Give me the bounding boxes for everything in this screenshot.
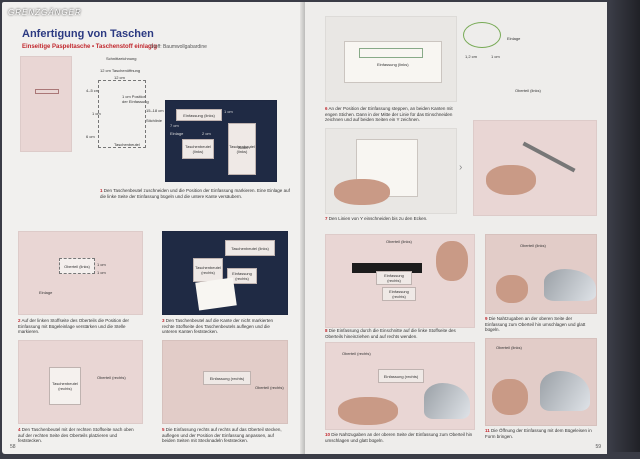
step-caption-8: 8 Die Einfassung durch die Einschnitte a… bbox=[325, 328, 456, 339]
step-caption-3: 3 Den Taschenbeutel auf die Kante der ni… bbox=[162, 318, 274, 334]
iron-image bbox=[540, 371, 590, 411]
photo-label: Oberteil (rechts) bbox=[97, 375, 126, 380]
hand-image bbox=[334, 179, 390, 205]
step-caption-6: 6 An der Position der Einfassung steppen… bbox=[325, 106, 453, 122]
photo-label: Taschenbeutel (rechts) bbox=[193, 258, 223, 282]
step-caption-7: 7 Den Linien von Y einschneiden bis zu d… bbox=[325, 216, 428, 221]
diagram-label: Oberteil (links) bbox=[515, 88, 541, 93]
step-photo-7b bbox=[473, 120, 597, 216]
photo-label: Oberteil (links) bbox=[520, 243, 546, 248]
inset-label: Taschenbeutel (links) bbox=[182, 139, 214, 159]
photo-label: Einfassung (rechts) bbox=[227, 268, 257, 284]
photo-label: Einfassung (rechts) bbox=[378, 369, 424, 383]
paper-sheet bbox=[195, 277, 237, 311]
step-caption-9: 9 Die Nahtzugaben an der oberen Seite de… bbox=[485, 316, 586, 332]
page-number: 58 bbox=[10, 444, 16, 450]
diagram-label: 12 cm bbox=[114, 75, 125, 80]
inset-label: Einfassung (links) bbox=[176, 109, 222, 121]
diagram-label: Taschenbeutel bbox=[114, 142, 140, 147]
inset-label: 2 cm bbox=[202, 131, 211, 136]
page-number: 59 bbox=[595, 444, 601, 450]
photo-label: Oberteil (rechts) bbox=[342, 351, 371, 356]
watermark: GRENZGÄNGER bbox=[8, 8, 82, 17]
step-photo-3: Taschenbeutel (links) Taschenbeutel (rec… bbox=[162, 231, 288, 315]
photo-label: Einfassung (rechts) bbox=[203, 371, 251, 385]
photo-label: Einlage bbox=[39, 290, 53, 295]
step-caption-5: 5 Die Einfassung rechts auf rechts auf d… bbox=[162, 427, 282, 443]
page-subtitle: Einseitige Paspeltasche • Taschenstoff e… bbox=[22, 44, 158, 50]
photo-label: Oberteil (rechts) bbox=[255, 385, 284, 390]
inset-label: Boden bbox=[238, 145, 250, 150]
pocket-slit bbox=[352, 263, 422, 273]
step-caption-2: 2 Auf der linken Stoffseite des Oberteil… bbox=[18, 318, 130, 334]
photo-label: Oberteil (links) bbox=[496, 345, 522, 350]
diagram-label: Schnittzeichnung bbox=[106, 56, 137, 61]
hand-image bbox=[486, 165, 536, 195]
step-photo-9: Oberteil (links) bbox=[485, 234, 597, 314]
detail-circle bbox=[463, 22, 501, 48]
photo-label: 1 cm bbox=[97, 270, 106, 275]
step-caption-4: 4 Den Taschenbeutel mit der rechten Stof… bbox=[18, 427, 134, 443]
diagram-label: 1 cm Position der Einfassung bbox=[122, 94, 149, 104]
background-shadow bbox=[610, 0, 640, 452]
photo-label: Taschenbeutel (rechts) bbox=[49, 367, 81, 405]
diagram-label: Stichlinie bbox=[146, 118, 163, 123]
inset-label: Einlage bbox=[170, 131, 184, 136]
detail-diagram: Einlage 1,2 cm 1 cm Oberteil (links) bbox=[455, 16, 593, 100]
hand-image bbox=[338, 397, 398, 425]
arrow-right-icon: › bbox=[459, 162, 463, 173]
step-caption-10: 10 Die Nahtzugaben an der oberen Seite d… bbox=[325, 432, 473, 443]
pocket-outline bbox=[98, 80, 146, 148]
step-photo-6: Einfassung (links) bbox=[325, 16, 457, 102]
step-photo-4: Taschenbeutel (rechts) Oberteil (rechts) bbox=[18, 340, 143, 424]
stitch-box bbox=[359, 48, 423, 58]
hand-image bbox=[436, 241, 468, 281]
photo-label: Einfassung (rechts) bbox=[376, 271, 412, 285]
step-photo-7a bbox=[325, 128, 457, 214]
left-page: GRENZGÄNGER Anfertigung von Taschen Eins… bbox=[2, 2, 305, 454]
step-photo-2: Oberteil (links) 1 cm 1 cm Einlage bbox=[18, 231, 143, 315]
step-caption-11: 11 Die Öffnung der Einfassung mit dem Bü… bbox=[485, 428, 592, 439]
diagram-label: 12 cm Taschenöffnung bbox=[100, 68, 141, 73]
step-photo-11: Oberteil (links) bbox=[485, 338, 597, 426]
photo-label: 1 cm bbox=[97, 262, 106, 267]
iron-image bbox=[424, 383, 470, 419]
step-photo-8: Oberteil (links) Einfassung (rechts) Ein… bbox=[325, 234, 475, 328]
diagram-label: 1 cm bbox=[491, 54, 500, 59]
diagram-label: Einlage bbox=[507, 36, 521, 41]
right-page: Einfassung (links) Einlage 1,2 cm 1 cm O… bbox=[305, 2, 607, 454]
inset-label: 7 cm bbox=[170, 123, 179, 128]
inset-label: 1 cm bbox=[224, 109, 233, 114]
photo-label: Einfassung (links) bbox=[377, 62, 409, 67]
diagram-label: 1 cm bbox=[92, 111, 101, 116]
diagram-label: 6 cm bbox=[86, 134, 95, 139]
hand-image bbox=[492, 379, 528, 415]
diagram-label: 4–5 cm bbox=[86, 88, 100, 93]
material-note: Stoff: Baumwollgabardine bbox=[150, 44, 207, 50]
step-caption-1: 1 Den Taschenbeutel zuschneiden und die … bbox=[100, 188, 290, 199]
page-title: Anfertigung von Taschen bbox=[22, 28, 154, 40]
step-photo-10: Oberteil (rechts) Einfassung (rechts) bbox=[325, 342, 475, 430]
photo-label: Oberteil (links) bbox=[59, 258, 95, 274]
hand-image bbox=[496, 275, 528, 303]
diagram-inset-photo: Einfassung (links) 1 cm 7 cm Einlage 2 c… bbox=[165, 100, 277, 182]
pocket-opening-marker bbox=[35, 89, 59, 94]
iron-image bbox=[544, 269, 596, 301]
photo-label: Einfassung (rechts) bbox=[382, 287, 416, 301]
diagram-label: 1,2 cm bbox=[465, 54, 478, 59]
diagram-label: 15–18 cm bbox=[146, 108, 164, 113]
fabric-piece: Einfassung (links) bbox=[344, 41, 442, 83]
step-photo-5: Einfassung (rechts) Oberteil (rechts) bbox=[162, 340, 288, 424]
inset-label: Taschenbeutel (links) bbox=[228, 123, 256, 175]
fabric-swatch bbox=[20, 56, 72, 152]
scissors-image bbox=[522, 141, 576, 173]
photo-label: Taschenbeutel (links) bbox=[225, 240, 275, 256]
photo-label: Oberteil (links) bbox=[386, 239, 412, 244]
pattern-diagram: Schnittzeichnung 12 cm Taschenöffnung 12… bbox=[84, 56, 169, 156]
